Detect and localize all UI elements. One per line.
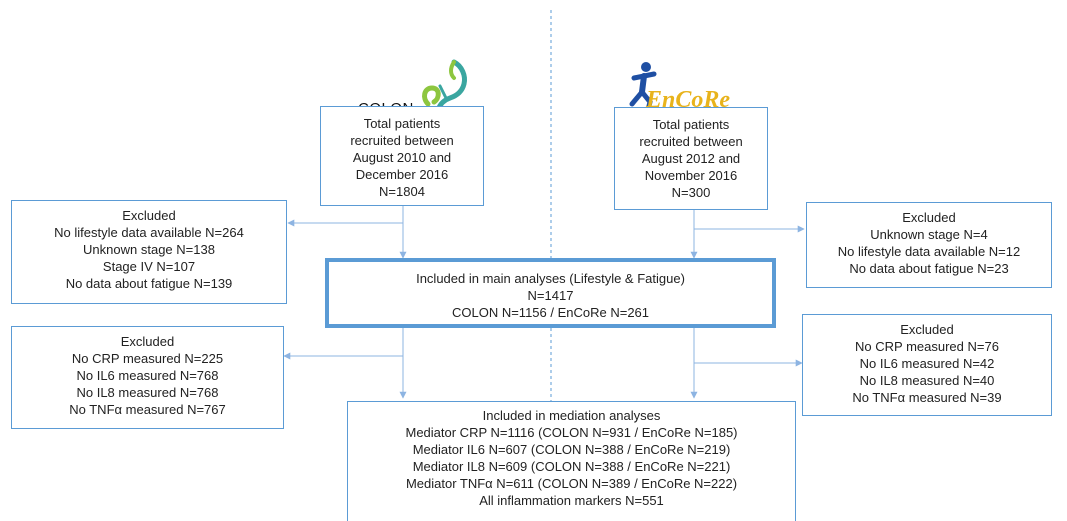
box-line: Excluded [900,322,954,337]
box-line: No data about fatigue N=139 [65,276,233,291]
box-line: November 2016 [644,168,738,183]
main-analyses-box: Included in main analyses (Lifestyle & F… [325,258,776,328]
colon-excluded-lifestyle-box: Excluded No lifestyle data available N=2… [11,200,287,304]
mediation-analyses-box: Included in mediation analyses Mediator … [347,401,796,521]
box-line: No lifestyle data available N=264 [54,225,244,240]
box-line: No IL6 measured N=768 [76,368,219,383]
box-line: No IL6 measured N=42 [859,356,995,371]
box-line: Included in main analyses (Lifestyle & F… [416,271,685,286]
box-line: N=300 [671,185,711,200]
box-line: Unknown stage N=138 [83,242,215,257]
encore-excluded-lifestyle-box: Excluded Unknown stage N=4 No lifestyle … [806,202,1052,288]
box-line: COLON N=1156 / EnCoRe N=261 [451,305,650,320]
box-line: August 2012 and [641,151,741,166]
box-line: No CRP measured N=225 [71,351,224,366]
box-line: No CRP measured N=76 [855,339,999,354]
box-line: Mediator TNFα N=611 (COLON N=389 / EnCoR… [405,476,738,491]
box-line: Excluded [902,210,956,225]
colon-logo-icon [422,59,467,113]
box-line: No TNFα measured N=39 [852,390,1002,405]
box-line: All inflammation markers N=551 [479,493,664,508]
box-line: No TNFα measured N=767 [69,402,226,417]
box-line: No lifestyle data available N=12 [837,244,1021,259]
box-line: Included in mediation analyses [482,408,661,423]
box-line: Total patients [363,116,441,131]
colon-excluded-markers-box: Excluded No CRP measured N=225 No IL6 me… [11,326,284,429]
box-line: Mediator IL6 N=607 (COLON N=388 / EnCoRe… [412,442,731,457]
box-line: No IL8 measured N=768 [76,385,219,400]
box-line: Excluded [122,208,176,223]
box-line: August 2010 and [352,150,452,165]
box-line: N=1417 [527,288,574,303]
box-line: Stage IV N=107 [102,259,196,274]
box-line: Mediator IL8 N=609 (COLON N=388 / EnCoRe… [412,459,731,474]
box-line: recruited between [350,133,454,148]
box-line: recruited between [639,134,743,149]
colon-total-patients-box: Total patients recruited between August … [320,106,484,206]
box-line: No IL8 measured N=40 [859,373,995,388]
box-line: Total patients [652,117,730,132]
box-line: N=1804 [379,184,425,199]
box-line: Unknown stage N=4 [870,227,988,242]
encore-excluded-markers-box: Excluded No CRP measured N=76 No IL6 mea… [802,314,1052,416]
box-line: Excluded [120,334,175,349]
box-line: No data about fatigue N=23 [849,261,1009,276]
box-line: December 2016 [355,167,449,182]
encore-total-patients-box: Total patients recruited between August … [614,107,768,210]
box-line: Mediator CRP N=1116 (COLON N=931 / EnCoR… [405,425,738,440]
